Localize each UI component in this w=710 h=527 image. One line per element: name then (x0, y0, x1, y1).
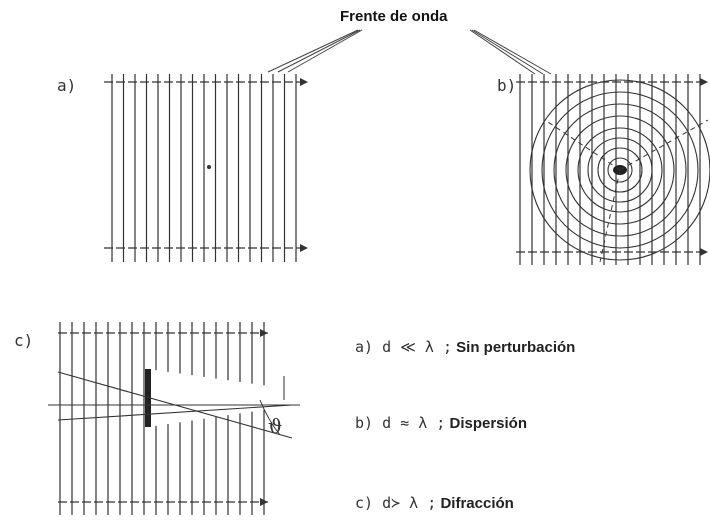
diagram-title: Frente de onda (340, 8, 448, 25)
legend-c-condition: c) d≻ λ ; (355, 494, 437, 512)
legend-b-description: Dispersión (449, 415, 528, 432)
legend-a-condition: a) d ≪ λ ; (355, 338, 452, 356)
propagation-arrow-top-head (260, 329, 268, 337)
radial-arrow (599, 169, 621, 263)
scattered-wave-circle (565, 115, 675, 225)
panel-b-scattering-waves (516, 74, 710, 265)
scattered-wave-circle (529, 79, 710, 261)
legend-item-a: a) d ≪ λ ; Sin perturbación (355, 338, 575, 356)
scattered-wave-circle (607, 157, 633, 183)
legend-item-b: b) d ≈ λ ; Dispersión (355, 414, 527, 432)
propagation-arrow-bottom-head (700, 248, 708, 256)
propagation-arrow-bottom-head (260, 498, 268, 506)
frente-de-onda-leader-lines (267, 29, 552, 75)
angle-symbol: ϑ (268, 414, 282, 438)
obstacle-slab (145, 369, 151, 427)
scattered-wave-circle (541, 91, 699, 249)
cone-lower-edge (57, 404, 293, 421)
scattered-wave-circle (577, 127, 663, 213)
scattered-wave-circle (597, 147, 643, 193)
legend-a-description: Sin perturbación (456, 339, 576, 356)
legend-c-description: Difracción (440, 495, 514, 512)
scattered-wave-circle (553, 103, 687, 237)
panel-c-label: c) (14, 331, 34, 350)
propagation-arrow-top-head (300, 78, 308, 86)
panel-c-diffraction-waves (48, 322, 300, 515)
panel-a-undisturbed-waves (104, 74, 308, 262)
angle-arc (259, 399, 281, 436)
small-obstacle (207, 165, 211, 169)
legend-b-condition: b) d ≈ λ ; (355, 414, 446, 432)
propagation-arrow-top-head (700, 78, 708, 86)
scattered-wave-circle (587, 137, 653, 203)
propagation-arrow-bottom-head (300, 244, 308, 252)
radial-arrow (619, 119, 709, 171)
panel-b-label: b) (497, 76, 517, 95)
panel-a-label: a) (57, 76, 77, 95)
legend-item-c: c) d≻ λ ; Difracción (355, 494, 514, 512)
radial-arrow (544, 119, 621, 171)
